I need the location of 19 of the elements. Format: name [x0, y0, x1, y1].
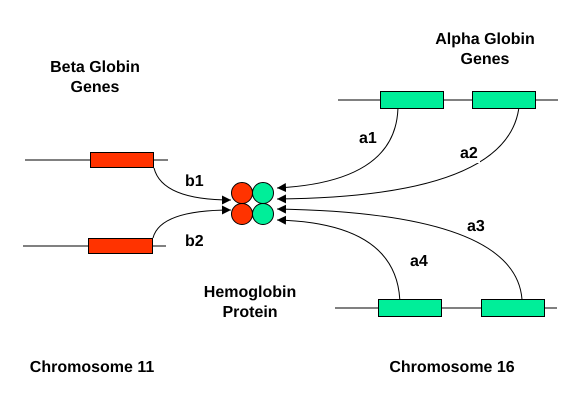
- gene-bar: [88, 238, 153, 254]
- gene-bar: [380, 91, 444, 109]
- chromosome-label: Chromosome 11: [30, 358, 154, 378]
- gene-bar: [378, 299, 442, 317]
- arrow: [276, 108, 520, 204]
- gene-bar: [481, 299, 545, 317]
- gene-bar: [472, 91, 536, 109]
- protein-subunits-drawing: [231, 182, 275, 226]
- hemoglobin-label: Hemoglobin Protein: [202, 283, 298, 323]
- arrow: [152, 206, 232, 238]
- gene-group-label: Alpha Globin Genes: [434, 30, 536, 70]
- arrow: [276, 108, 398, 192]
- gene-bar: [90, 152, 154, 168]
- arrow: [154, 168, 232, 204]
- arrow: [276, 204, 522, 300]
- gene-group-label: Beta Globin Genes: [49, 58, 141, 98]
- edge-label: a2: [458, 145, 480, 163]
- arrow: [276, 216, 400, 300]
- chromosome-label: Chromosome 16: [389, 358, 515, 378]
